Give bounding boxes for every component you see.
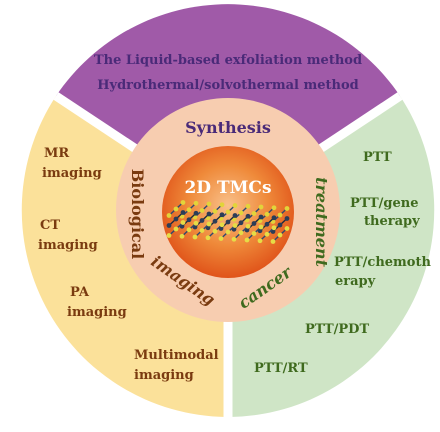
layered-crystal-lattice-icon: [166, 200, 290, 244]
center-title: 2D TMCs: [184, 178, 271, 198]
synthesis-method-1: The Liquid-based exfoliation method: [94, 53, 362, 68]
treatment-item-gene-line2: therapy: [364, 214, 420, 229]
imaging-item-multimodal-line1: Multimodal: [134, 348, 219, 363]
synthesis-title: Synthesis: [185, 118, 271, 137]
treatment-items: PTT PTT/gene therapy PTT/chemoth erapy P…: [254, 150, 431, 376]
treatment-arc-word-2: treatment: [312, 177, 331, 268]
imaging-arc-word-1: Biological: [128, 169, 147, 259]
synthesis-method-2: Hydrothermal/solvothermal method: [97, 78, 359, 93]
imaging-item-ct-line1: CT: [40, 218, 60, 233]
imaging-item-multimodal-line2: imaging: [134, 368, 194, 383]
treatment-item-chemo-line1: PTT/chemoth: [334, 255, 431, 270]
treatment-item-pdt: PTT/PDT: [305, 322, 369, 337]
imaging-item-pa-line1: PA: [70, 285, 90, 300]
treatment-item-ptt: PTT: [363, 150, 392, 165]
imaging-item-mr-line2: imaging: [42, 166, 102, 181]
imaging-items: MR imaging CT imaging PA imaging Multimo…: [38, 146, 219, 383]
imaging-item-mr-line1: MR: [44, 146, 69, 161]
treatment-item-rt: PTT/RT: [254, 361, 308, 376]
treatment-item-chemo-line2: erapy: [335, 274, 376, 289]
treatment-item-gene-line1: PTT/gene: [350, 196, 419, 211]
imaging-item-ct-line2: imaging: [38, 238, 98, 253]
imaging-item-pa-line2: imaging: [67, 305, 127, 320]
